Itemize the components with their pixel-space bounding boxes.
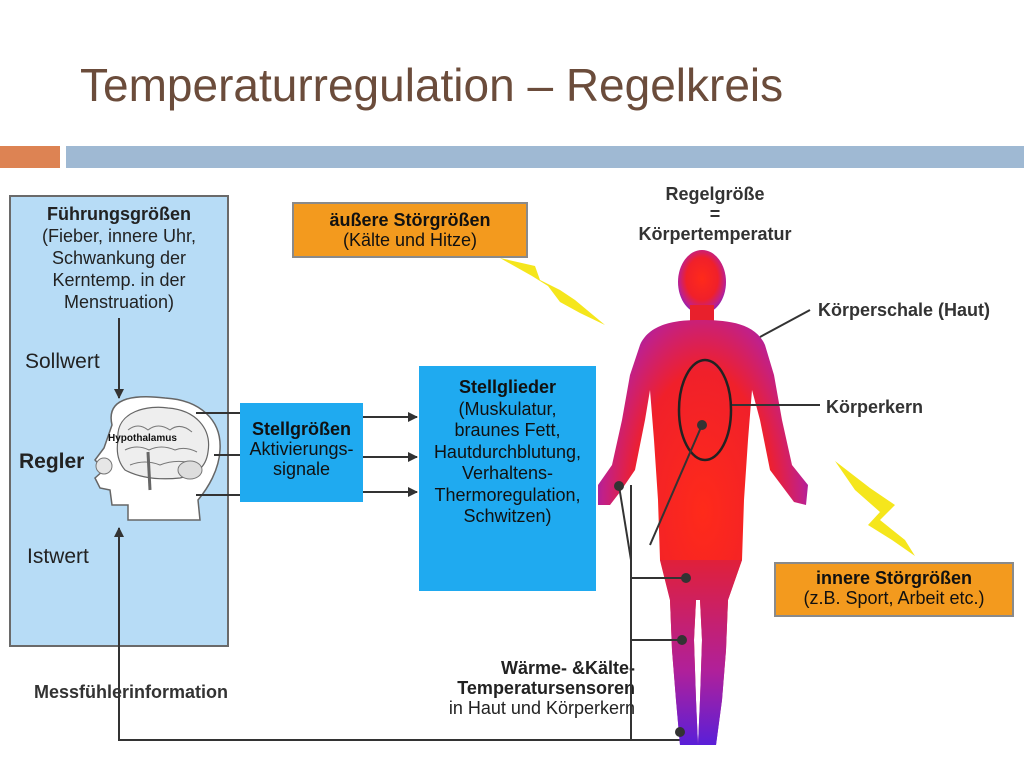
messfuehler-label: Messfühlerinformation	[34, 682, 229, 702]
regelgroesse-line-3: Körpertemperatur	[638, 224, 792, 244]
sensoren-line-2: Temperatursensoren	[457, 678, 635, 698]
stellglieder-line-1: (Muskulatur,	[458, 398, 557, 419]
sensoren-line-1: Wärme- &Kälte-	[500, 658, 635, 678]
innere-sub: (z.B. Sport, Arbeit etc.)	[803, 588, 985, 608]
istwert-label: Istwert	[27, 545, 89, 568]
koerperkern-label: Körperkern	[826, 397, 924, 417]
slide-title: Temperaturregulation – Regelkreis	[80, 59, 784, 111]
regelgroesse-line-2: =	[709, 204, 721, 224]
koerperschale-leader	[759, 309, 811, 338]
aeussere-heading: äußere Störgrößen	[329, 210, 491, 230]
stellglieder-line-2: braunes Fett,	[454, 420, 561, 440]
title-bar	[66, 146, 1024, 168]
koerperkern-outline	[677, 358, 733, 462]
fuehrungsgroessen-heading: Führungsgrößen	[47, 204, 191, 224]
fuehrung-line-2: Schwankung der	[51, 248, 187, 268]
fuehrung-line-3: Kerntemp. in der	[52, 270, 186, 290]
fuehrung-line-4: Menstruation)	[63, 292, 175, 312]
stellglieder-box: Stellglieder (Muskulatur, braunes Fett, …	[419, 366, 596, 591]
regelgroesse-label: Regelgröße = Körpertemperatur	[615, 184, 815, 244]
innere-stoergroessen-box: innere Störgrößen (z.B. Sport, Arbeit et…	[774, 562, 1014, 617]
fuehrung-line-1: (Fieber, innere Uhr,	[41, 226, 197, 246]
koerperschale-label: Körperschale (Haut)	[818, 300, 991, 320]
sensor-lines	[618, 424, 703, 740]
aeussere-stoergroessen-box: äußere Störgrößen (Kälte und Hitze)	[292, 202, 528, 258]
innere-heading: innere Störgrößen	[815, 568, 972, 588]
regelgroesse-line-1: Regelgröße	[665, 184, 765, 204]
stellgroessen-line-1: Aktivierungs-	[249, 439, 354, 459]
stellgroessen-box: Stellgrößen Aktivierungs- signale	[240, 403, 363, 502]
sensor-dots	[614, 420, 707, 737]
stellgroessen-line-2: signale	[272, 459, 331, 479]
human-body-figure	[598, 250, 808, 745]
sensoren-line-3: in Haut und Körperkern	[448, 698, 635, 718]
feedback-line	[118, 706, 680, 741]
sensoren-label: Wärme- &Kälte- Temperatursensoren in Hau…	[395, 658, 635, 718]
aeussere-lightning-icon	[500, 258, 605, 325]
fuehrungsgroessen-block: Führungsgrößen (Fieber, innere Uhr, Schw…	[14, 203, 224, 313]
regler-connectors	[196, 412, 240, 496]
sollwert-label: Sollwert	[25, 350, 100, 373]
title-bar-accent	[0, 146, 60, 168]
hypothalamus-label: Hypothalamus	[108, 433, 177, 444]
stellglieder-line-3: Hautdurchblutung,	[433, 441, 582, 462]
stellglieder-line-4: Verhaltens-	[461, 463, 554, 483]
stellgroessen-heading: Stellgrößen	[251, 419, 351, 439]
innere-lightning-icon	[835, 461, 915, 556]
signal-arrows	[363, 412, 418, 497]
aeussere-sub: (Kälte und Hitze)	[342, 230, 478, 250]
stellglieder-line-6: Schwitzen)	[463, 506, 552, 526]
regler-label: Regler	[19, 450, 85, 473]
stellglieder-heading: Stellglieder	[458, 377, 557, 397]
stellglieder-line-5: Thermoregulation,	[434, 484, 581, 505]
head-brain-icon	[94, 396, 221, 521]
